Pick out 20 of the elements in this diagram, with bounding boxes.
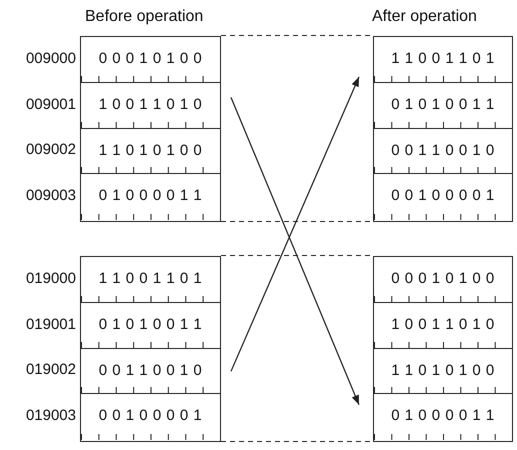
memory-block xyxy=(373,36,513,222)
column-heading: After operation xyxy=(372,8,477,26)
memory-block xyxy=(80,256,221,442)
memory-block xyxy=(80,36,221,222)
address-label: 019002 xyxy=(26,360,76,380)
column-heading: Before operation xyxy=(85,8,204,26)
memory-word: 0 0 1 1 0 0 1 0 xyxy=(374,128,512,174)
address-label: 009002 xyxy=(26,140,76,160)
arrow xyxy=(230,76,360,372)
memory-word: 1 1 0 1 0 1 0 0 xyxy=(374,348,512,394)
memory-word: 0 0 1 1 0 0 1 0 xyxy=(81,348,220,394)
address-label: 019000 xyxy=(26,268,76,289)
address-label: 019003 xyxy=(26,406,76,426)
address-label: 019001 xyxy=(26,314,76,335)
memory-word: 1 1 0 1 0 1 0 0 xyxy=(81,128,220,174)
memory-block xyxy=(373,256,513,442)
arrow xyxy=(230,97,360,406)
address-label: 009001 xyxy=(26,94,76,115)
address-label: 009003 xyxy=(26,186,76,206)
address-label: 009000 xyxy=(26,48,76,69)
